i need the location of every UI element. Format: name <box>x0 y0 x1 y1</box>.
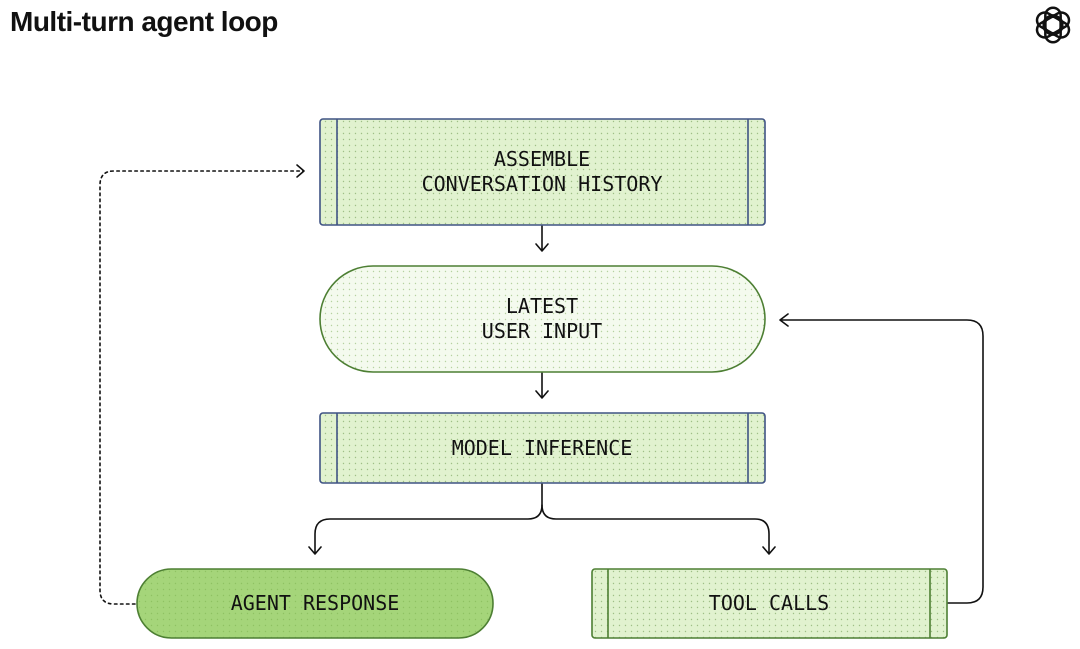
arrow-assemble-to-input <box>535 225 549 252</box>
arrow-input-to-inference <box>535 372 549 399</box>
tool-calls-label: TOOL CALLS <box>709 591 829 615</box>
arrow-inference-to-toolcalls <box>541 504 776 555</box>
input-label-line-2: USER INPUT <box>482 319 602 343</box>
node-model-inference: MODEL INFERENCE <box>319 412 766 484</box>
arrow-toolcalls-to-input <box>779 313 984 604</box>
node-agent-response: AGENT RESPONSE <box>136 568 494 639</box>
loop-response-to-assemble <box>99 170 304 605</box>
page-title: Multi-turn agent loop <box>10 6 278 37</box>
assemble-label-line-2: CONVERSATION HISTORY <box>422 172 663 196</box>
input-label-line-1: LATEST <box>506 294 578 318</box>
inference-label: MODEL INFERENCE <box>452 436 633 460</box>
arrow-inference-to-response <box>308 483 543 555</box>
loop-arrowhead <box>296 164 305 178</box>
node-tool-calls: TOOL CALLS <box>591 568 948 639</box>
openai-logo-icon <box>1035 6 1071 44</box>
assemble-label-line-1: ASSEMBLE <box>494 147 590 171</box>
node-latest-user-input: LATEST USER INPUT <box>319 265 766 373</box>
node-assemble-conversation-history: ASSEMBLE CONVERSATION HISTORY <box>319 118 766 226</box>
agent-response-label: AGENT RESPONSE <box>231 591 400 615</box>
